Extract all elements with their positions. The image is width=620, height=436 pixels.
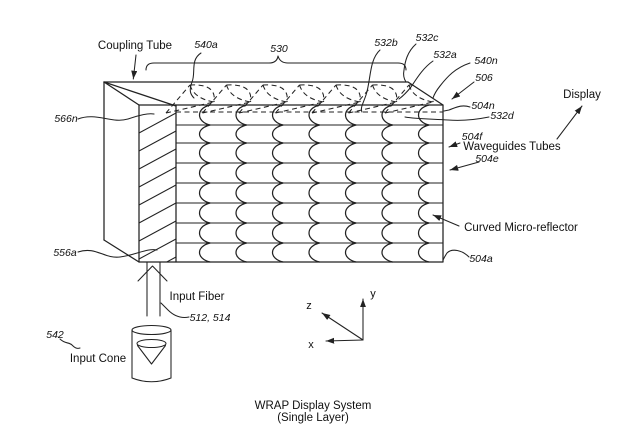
axis-x-arrow [325, 337, 364, 344]
cone-edge-left [136, 344, 153, 365]
ref-532a: 532a [433, 49, 457, 61]
ref-540a: 540a [194, 39, 218, 51]
cone-edge-right [150, 344, 167, 365]
axis-x-label: x [308, 339, 314, 351]
arrow-506 [451, 81, 475, 100]
display-direction-arrow [556, 105, 583, 140]
arrow-504e [449, 161, 480, 171]
label-input-cone: Input Cone [70, 353, 126, 365]
ref-540n: 540n [474, 55, 498, 67]
leader-556a [77, 249, 158, 258]
waveguide-row-lines [175, 124, 444, 244]
leader-540a [189, 52, 202, 99]
ref-532c: 532c [416, 32, 440, 44]
ref-504a: 504a [469, 253, 493, 265]
curved-micro-reflectors [198, 104, 430, 263]
leader-lines [59, 43, 583, 349]
ref-556a: 556a [53, 247, 77, 259]
leader-504a [442, 249, 470, 261]
label-coupling-tube: Coupling Tube [98, 40, 172, 52]
label-input-fiber: Input Fiber [170, 291, 225, 303]
ref-532b: 532b [374, 37, 398, 49]
leader-532a [398, 60, 434, 100]
label-display: Display [563, 89, 601, 101]
coupling-tube-hatch [139, 112, 176, 262]
ref-512-514: 512, 514 [190, 312, 231, 324]
label-waveguides-tubes: Waveguides Tubes [463, 141, 561, 153]
brace-530 [145, 55, 407, 71]
cone-top-ellipse [136, 338, 167, 349]
leader-504n [443, 105, 471, 112]
caption-line2: (Single Layer) [277, 412, 349, 424]
axis-z-label: z [306, 300, 312, 312]
ref-530: 530 [270, 43, 288, 55]
ref-542: 542 [46, 329, 64, 341]
curved-micro-reflector-arrow [432, 214, 460, 227]
ref-504e: 504e [475, 153, 499, 165]
axis-z-arrow [321, 312, 364, 341]
fiber-up-arrow [137, 265, 168, 282]
label-curved-micro-reflector: Curved Micro-reflector [464, 222, 578, 234]
input-cone-cylinder [131, 324, 172, 383]
leader-512-514 [160, 302, 190, 318]
coupling-tube-arrow [131, 54, 138, 80]
ref-532d: 532d [490, 110, 515, 122]
input-fiber-lines [137, 261, 168, 317]
ref-506: 506 [475, 72, 493, 84]
ref-504n: 504n [471, 100, 495, 112]
axis-y-label: y [370, 288, 376, 300]
coordinate-axes [321, 298, 366, 344]
leader-540n [432, 62, 471, 99]
waveguide-box-outline [103, 81, 444, 263]
leader-542 [59, 338, 81, 349]
tapered-cones-dashed [165, 84, 434, 114]
caption-line1: WRAP Display System [255, 400, 372, 412]
leader-532b [360, 49, 381, 113]
leader-566n [77, 113, 155, 121]
leader-532c [403, 43, 417, 83]
leader-532d [404, 116, 490, 121]
ref-566n: 566n [54, 113, 78, 125]
arrow-504f [448, 141, 461, 148]
ref-504f: 504f [462, 131, 484, 143]
